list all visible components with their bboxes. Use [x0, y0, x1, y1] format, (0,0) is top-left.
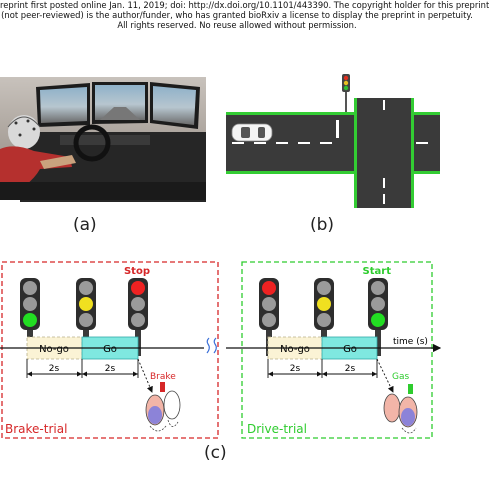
- caption-b: (b): [310, 215, 335, 235]
- start-signal-label: Start: [363, 266, 392, 277]
- drive-trial-box: [241, 261, 433, 439]
- road-junction-illustration: [226, 74, 440, 208]
- brake-pedal-icon: [145, 382, 181, 432]
- brake-label: Brake: [150, 372, 176, 382]
- gas-pedal-icon: [383, 384, 418, 434]
- stop-signal-label: Stop: [124, 266, 150, 277]
- header-line-2: (not peer-reviewed) is the author/funder…: [1, 10, 473, 20]
- trial-timing-diagram: Stop Start No-go Go No-go Go time (s): [0, 250, 474, 474]
- brake-trial-box: [1, 261, 219, 439]
- go-label: Go: [103, 344, 117, 355]
- traffic-light-icon: [128, 278, 148, 356]
- header-line-3: All rights reserved. No reuse allowed wi…: [117, 20, 357, 30]
- traffic-light-icon: [259, 278, 279, 356]
- gas-label: Gas: [392, 372, 409, 382]
- drive-trial-title: Drive-trial: [247, 422, 307, 436]
- simulator-photo: [0, 77, 206, 202]
- traffic-light-icon: [368, 278, 388, 356]
- nogo-label: No-go: [39, 344, 69, 355]
- caption-a: (a): [73, 215, 97, 235]
- nogo-label: No-go: [280, 344, 310, 355]
- duration-label: 2s: [345, 364, 356, 374]
- time-axis-label: time (s): [393, 337, 428, 347]
- brake-trial-title: Brake-trial: [5, 422, 67, 436]
- go-label: Go: [343, 344, 357, 355]
- traffic-light-icon: [76, 278, 96, 356]
- traffic-light-icon: [20, 278, 40, 356]
- duration-label: 2s: [105, 364, 116, 374]
- duration-label: 2s: [49, 364, 60, 374]
- duration-label: 2s: [290, 364, 301, 374]
- axis-break-icon: [206, 337, 217, 354]
- caption-c: (c): [204, 443, 227, 463]
- header-line-1: reprint first posted online Jan. 11, 201…: [0, 0, 489, 10]
